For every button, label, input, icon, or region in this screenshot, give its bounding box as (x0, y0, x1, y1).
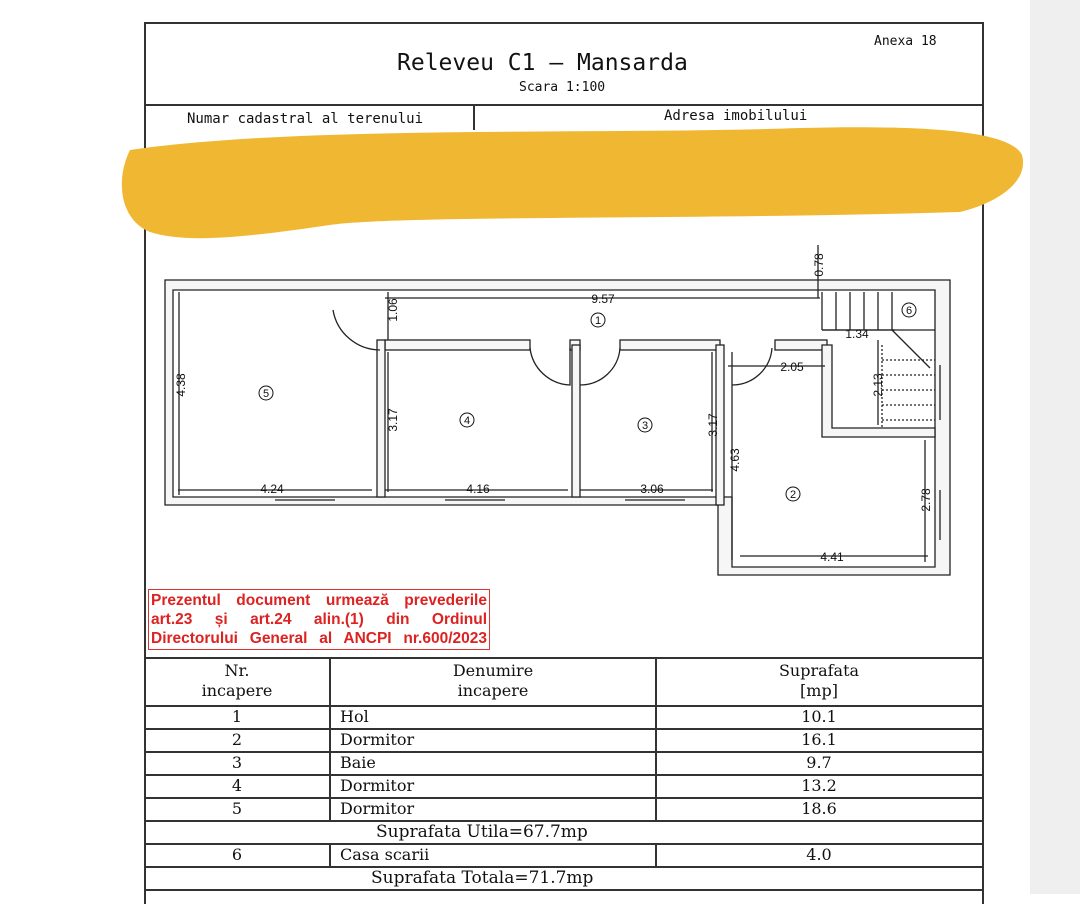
dim-room3-height: 3.17 (706, 413, 720, 437)
scale-label: Scara 1:100 (519, 80, 606, 95)
dim-stair-offset: 0.78 (812, 253, 826, 277)
divider (473, 104, 475, 130)
room-marker-5: 5 (263, 388, 269, 400)
room-marker-2: 2 (790, 489, 796, 501)
dim-room5-height: 4.38 (174, 373, 188, 397)
legal-notice: Prezentul document urmează prevederile a… (148, 589, 490, 650)
divider (144, 104, 982, 106)
dim-room2-height: 4.63 (728, 448, 742, 472)
room-marker-6: 6 (906, 305, 912, 317)
dim-room3-width: 3.06 (640, 482, 664, 496)
header-nr: Nr.incapere (201, 661, 273, 700)
address-label: Adresa imobilului (664, 108, 808, 124)
room-marker-3: 3 (642, 420, 648, 432)
grand-total: Suprafata Totala=71.7mp (371, 868, 594, 888)
dim-room4-width: 4.16 (466, 482, 490, 496)
page-title: Releveu C1 – Mansarda (397, 50, 688, 76)
dim-room2-width: 4.41 (820, 550, 844, 564)
dim-room2-side: 2.78 (919, 488, 933, 512)
notice-line: Prezentul document urmează prevederile (151, 592, 487, 609)
notice-line: Directorului General al ANCPI nr.600/202… (151, 630, 487, 647)
dim-hall-length: 9.57 (591, 292, 615, 306)
dim-hall-width: 1.06 (386, 298, 400, 322)
dim-room4-height: 3.17 (386, 408, 400, 432)
room-marker-1: 1 (595, 315, 601, 327)
header-area: Suprafata[mp] (778, 661, 860, 700)
viewer-margin (1030, 0, 1080, 894)
annex-label: Anexa 18 (874, 34, 937, 49)
document-frame (144, 22, 984, 904)
dim-stair-width: 1.34 (845, 327, 869, 341)
notice-line: art.23 și art.24 alin.(1) din Ordinul (151, 611, 487, 628)
cadastral-label: Numar cadastral al terenului (187, 111, 424, 127)
dim-room5-width: 4.24 (260, 482, 284, 496)
usable-total: Suprafata Utila=67.7mp (376, 822, 588, 842)
room-marker-4: 4 (464, 415, 470, 427)
dim-stair-height: 2.13 (871, 373, 885, 397)
dim-room2-upper-width: 2.05 (780, 360, 804, 374)
